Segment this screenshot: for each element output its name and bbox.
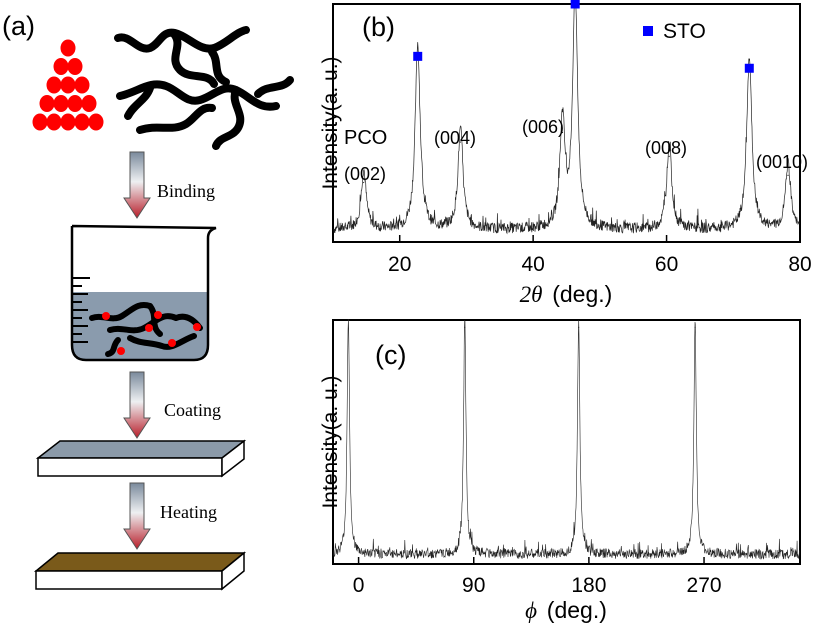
panel-c-label: (c) (375, 340, 406, 370)
legend-label-sto: STO (663, 20, 706, 43)
solution (72, 292, 208, 360)
process-arrows (123, 151, 151, 550)
peak-label-002: (002) (344, 164, 386, 184)
pco-peak-point (459, 141, 462, 143)
plot-c-xlabel-symbol: ϕ (525, 598, 537, 623)
coated-substrate (35, 439, 247, 478)
polymer-chain (136, 103, 216, 134)
x-tick-label: 40 (521, 253, 544, 276)
polymer-chain (114, 26, 250, 53)
bound-nanoparticles (102, 311, 201, 355)
nanoparticle (32, 113, 48, 131)
series-label-pco: PCO (344, 127, 387, 149)
x-tick-label: 80 (788, 253, 811, 276)
nanoparticle (74, 76, 90, 94)
peak-label-0010: (0010) (756, 152, 808, 172)
process-arrow (123, 371, 151, 439)
plot-c-xlabel-unit: (deg.) (547, 597, 607, 623)
x-tick-label: 90 (462, 574, 485, 597)
nanoparticle (46, 76, 62, 94)
pco-peak-point (561, 131, 564, 134)
plot-b-xlabel-unit: (deg.) (552, 281, 612, 307)
beaker-outline (70, 224, 217, 362)
panel-a: (a) Binding Coating Heating (2, 11, 294, 591)
peak-label-004: (004) (434, 128, 476, 148)
nanoparticle (39, 95, 55, 112)
polymer-chain (254, 76, 294, 98)
plot-b-marks (333, 0, 800, 235)
nanoparticle (88, 113, 104, 131)
nanoparticle (67, 58, 83, 75)
xrd-pattern-line (333, 3, 800, 235)
x-tick-label: 180 (571, 574, 606, 597)
plot-b-ticks: 20 40 60 80 (388, 235, 812, 276)
sto-peak-marker (744, 63, 754, 73)
nanoparticle (60, 76, 76, 94)
plot-c-frame (332, 319, 801, 565)
nanoparticle (60, 113, 76, 131)
panel-a-label: (a) (2, 11, 35, 41)
polymer-chain (212, 86, 245, 150)
peak-label-008: (008) (645, 138, 687, 158)
pco-peak-point (363, 181, 365, 184)
step-label-coating: Coating (164, 400, 221, 420)
plot-b-xlabel: 2θ (deg.) (520, 281, 613, 307)
beaker (70, 224, 217, 362)
peak-label-006: (006) (522, 117, 564, 137)
polymer-chain (124, 84, 154, 120)
sto-peak-marker (570, 0, 580, 9)
nanoparticle (46, 113, 62, 131)
step-label-binding: Binding (157, 181, 215, 201)
plot-b-frame (332, 3, 801, 243)
x-tick-label: 20 (388, 253, 411, 276)
plot-b-ylabel: Intensity(a. u.) (319, 56, 342, 189)
phi-peak-point (347, 319, 349, 321)
panel-b-label: (b) (362, 12, 395, 42)
plot-c-ticks: 0 90 180 270 (353, 557, 722, 597)
nanoparticle (53, 58, 69, 75)
polymer-chains (114, 26, 294, 150)
polymer-chain (116, 80, 280, 111)
plot-c-xlabel: ϕ (deg.) (525, 597, 607, 623)
beaker-graduations (72, 277, 90, 343)
sto-peak-marker (413, 51, 423, 61)
bound-chains (89, 302, 203, 357)
heated-substrate (33, 551, 247, 591)
phi-peak-point (694, 326, 696, 328)
nanoparticle (60, 39, 76, 57)
nanoparticle (67, 95, 83, 112)
phi-peak-point (578, 326, 580, 328)
legend-marker-sto (643, 26, 653, 36)
step-label-heating: Heating (160, 502, 217, 522)
polymer-chain (208, 48, 230, 86)
pco-peak-point (668, 155, 670, 157)
panel-b: 20 40 60 80 (b) STO PCO (002) (004) (006) (… (319, 0, 812, 307)
plot-b-xlabel-symbol: 2θ (520, 282, 543, 307)
phi-peak-point (464, 326, 466, 328)
nanoparticle (53, 95, 69, 112)
nanoparticle-pyramid (32, 39, 104, 131)
process-arrow (123, 151, 151, 219)
x-tick-label: 0 (353, 574, 365, 597)
phi-scan-line (333, 319, 800, 560)
plot-c-marks (333, 319, 800, 560)
panel-c: 0 90 180 270 (c) Intensity(a. u.) ϕ (deg.) (319, 319, 801, 623)
nanoparticle (74, 113, 90, 131)
nanoparticle (81, 95, 97, 112)
x-tick-label: 270 (687, 574, 722, 597)
pco-peak-point (787, 174, 789, 176)
plot-c-ylabel: Intensity(a. u.) (319, 375, 342, 508)
process-arrow (123, 482, 151, 550)
x-tick-label: 60 (655, 253, 678, 276)
polymer-chain (170, 30, 218, 88)
